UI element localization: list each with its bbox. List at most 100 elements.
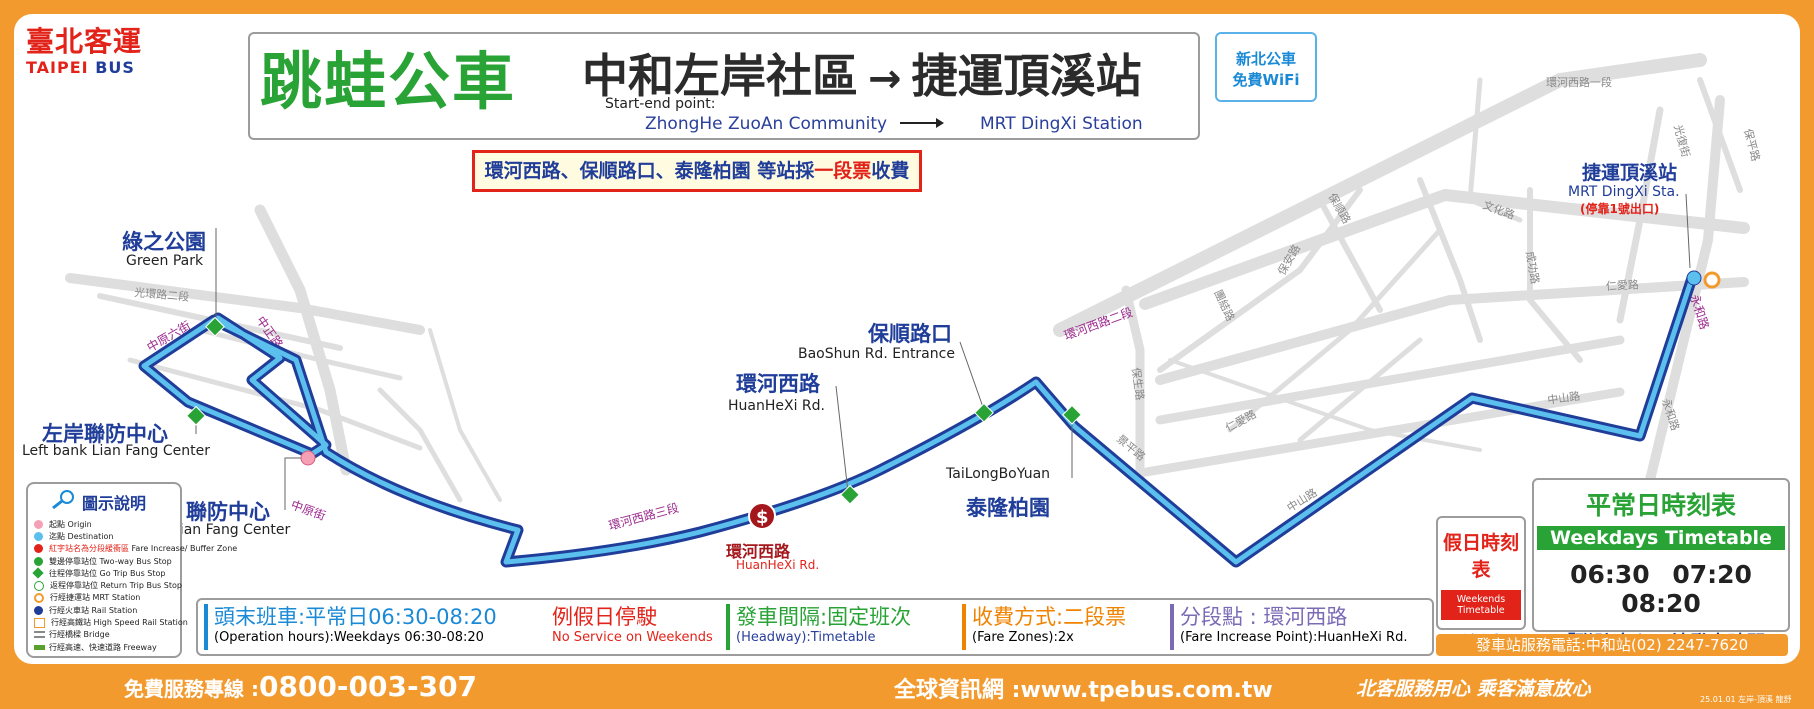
weekend-timetable-subtitle: Weekends Timetable (1441, 590, 1521, 620)
legend-item-en: Go Trip Bus Stop (99, 568, 166, 578)
road (254, 204, 352, 476)
route-header: 跳蛙公車 中和左岸社區→捷運頂溪站 Start-end point: Zhong… (248, 32, 1200, 140)
road-labels: 光環路二段 中原六街 中正路 中原街 環河西路三段 環河西路二段 環河西路一段 … (134, 75, 1763, 533)
stop-markers: $ (186, 270, 1721, 530)
fare-point-en: HuanHeXi Rd. (736, 558, 820, 572)
info-operation-hours-en: (Operation hours):Weekdays 06:30-08:20 (214, 630, 484, 645)
road (1417, 177, 1483, 343)
legend-item-zh: 行經橋樑 (49, 630, 81, 640)
version-note: 25.01.01 左岸-頂溪 龍舒 (1700, 695, 1792, 704)
road (65, 273, 425, 335)
freeway-icon (34, 644, 45, 650)
legend-item-zh: 往程停靠站位 (49, 568, 97, 578)
legend-item-en: Return Trip Bus Stop (100, 581, 182, 591)
legend-item-en: Origin (67, 519, 92, 529)
stop-dingxi-en: MRT DingXi Sta. (1568, 184, 1680, 200)
road (428, 328, 502, 502)
road (1139, 189, 1750, 310)
info-headway-en: (Headway):Timetable (736, 630, 876, 645)
legend-item-zh: 雙邊停靠站位 (49, 556, 97, 566)
fare-note-highlight: 一段票 (814, 160, 872, 182)
legend-item-zh: 行經捷運站 (50, 593, 90, 603)
leader-line (284, 457, 308, 510)
operator-name-en-1: TAIPEI (26, 58, 89, 77)
go-trip-stop-icon (32, 567, 44, 579)
stop-marker-green-park (205, 316, 225, 337)
operator-name-zh: 臺北客運 (26, 25, 143, 58)
road (1053, 53, 1707, 337)
road (1157, 187, 1363, 373)
legend-item-en: MRT Station (92, 593, 141, 603)
hotline-number: 0800-003-307 (258, 670, 478, 703)
stop-dingxi-note: (停靠1號出口) (1580, 202, 1660, 216)
route-title-zh: 中和左岸社區→捷運頂溪站 (582, 40, 1142, 106)
magnifier-icon (52, 490, 74, 510)
info-operation-hours: 頭末班車:平常日06:30-08:20 (Operation hours):We… (204, 604, 497, 650)
legend-item-en: High Speed Rail Station (93, 618, 188, 628)
fare-note: 環河西路、保順路口、泰隆柏園 等站採一段票收費 (472, 150, 922, 192)
legend-title: 圖示說明 (82, 494, 147, 513)
info-fare-zones-zh: 收費方式:二段票 (972, 605, 1127, 629)
legend-item-zh: 迄點 (49, 531, 65, 541)
legend-item-en: Bridge (83, 630, 110, 640)
legend-item-en: Rail Station (91, 605, 138, 615)
road (1616, 106, 1664, 324)
destination-zh: 捷運頂溪站 (911, 49, 1142, 103)
leader-line (1685, 193, 1691, 269)
weekday-timetable: 平常日時刻表 Weekdays Timetable 06:30 07:20 08… (1532, 478, 1790, 654)
stop-marker-tailong (1062, 404, 1082, 425)
origin-zh: 中和左岸社區 (582, 49, 858, 103)
legend-item: 行經捷運站 MRT Station (34, 592, 237, 604)
website-link[interactable]: 全球資訊網 :www.tpebus.com.tw (894, 678, 1273, 703)
fare-zone-icon (34, 544, 43, 554)
road-label-guangli: 光環路二段 (134, 285, 190, 304)
road-label-guangfu: 光復街 (1671, 123, 1693, 158)
leader-line (959, 341, 985, 411)
info-weekend: 例假日停駛 No Service on Weekends (542, 604, 713, 650)
legend-item: 迄點 Destination (34, 530, 237, 542)
info-fare-point: 分段點 : 環河西路 (Fare Increase Point):HuanHeX… (1170, 604, 1407, 650)
road (1467, 77, 1523, 223)
legend-item-en: Two-way Bus Stop (99, 556, 172, 566)
rail-station-icon (34, 605, 43, 615)
fare-point-marker (748, 502, 776, 530)
road (377, 387, 463, 503)
hotline-label: 免費服務專線 : (124, 677, 259, 701)
origin-marker (300, 450, 316, 466)
legend-item-en: Destination (67, 531, 114, 541)
bus-route-inner (141, 275, 1695, 565)
info-headway-zh: 發車間隔:固定班次 (736, 605, 912, 629)
road-label-huanhexi3: 環河西路三段 (607, 500, 680, 533)
stop-lian-fang-en: Lian Fang Center (172, 522, 291, 538)
depot-phone: 發車站服務電話:中和站(02) 2247-7620 (1436, 634, 1788, 656)
legend-item-zh: 返程停靠站位 (50, 581, 98, 591)
road (197, 327, 403, 381)
stop-marker-left-bank (186, 405, 206, 426)
legend-item: 起點 Origin (34, 518, 237, 530)
legend-item: 行經高鐵站 High Speed Rail Station (34, 616, 237, 628)
stop-baoshun-zh: 保順路口 (868, 322, 952, 346)
weekday-timetable-subtitle: Weekdays Timetable (1537, 526, 1785, 550)
legend-item-zh: 行經高速、快速道路 (49, 642, 121, 652)
bridge-icon (34, 631, 45, 639)
road-label-zhongshan-2: 中山路 (1547, 390, 1581, 407)
info-operation-hours-zh: 頭末班車:平常日06:30-08:20 (214, 605, 497, 629)
road (127, 357, 423, 451)
weekday-departure-times: 06:30 07:20 08:20 (1570, 560, 1752, 618)
route-arrow-icon: → (868, 56, 902, 102)
return-trip-stop-icon (34, 580, 44, 591)
operator-logo: 臺北客運 TAIPEI BUS (26, 25, 166, 78)
stop-tailong-zh: 泰隆柏園 (966, 496, 1050, 520)
road-label-bao-ping: 保平路 (1741, 127, 1763, 162)
road (1155, 277, 1749, 385)
road-label-huanhexi1: 環河西路一段 (1546, 75, 1612, 89)
stop-marker-huanhexi (840, 484, 860, 505)
weekend-timetable-title: 假日時刻表 (1442, 532, 1519, 581)
road (1121, 285, 1145, 485)
stop-green-park-en: Green Park (126, 253, 204, 269)
legend-item: 行經橋樑 Bridge (34, 629, 237, 641)
legend-item: 雙邊停靠站位 Two-way Bus Stop (34, 555, 237, 567)
service-info: 頭末班車:平常日06:30-08:20 (Operation hours):We… (196, 598, 1434, 656)
info-headway: 發車間隔:固定班次 (Headway):Timetable (726, 604, 911, 650)
